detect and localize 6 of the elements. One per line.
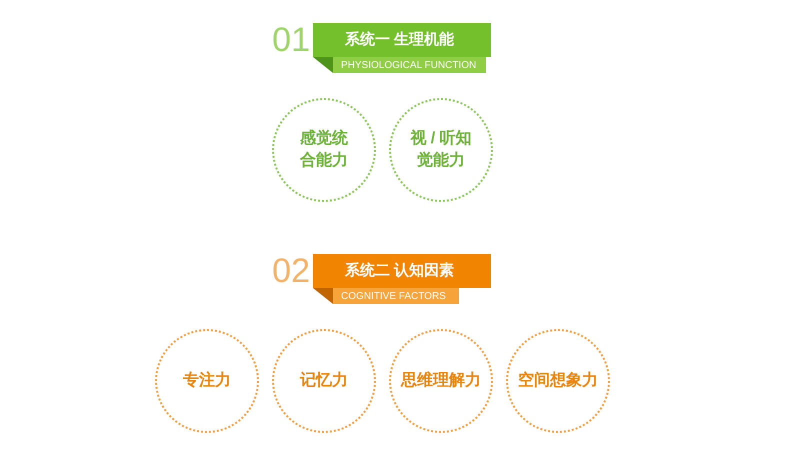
title-bar: 系统一 生理机能: [313, 23, 491, 57]
subtitle-bar: PHYSIOLOGICAL FUNCTION: [333, 57, 486, 73]
title-bar: 系统二 认知因素: [313, 254, 491, 288]
subtitle-bar: COGNITIVE FACTORS: [333, 288, 459, 304]
section-number: 02: [272, 254, 310, 288]
section-number: 01: [272, 23, 310, 57]
